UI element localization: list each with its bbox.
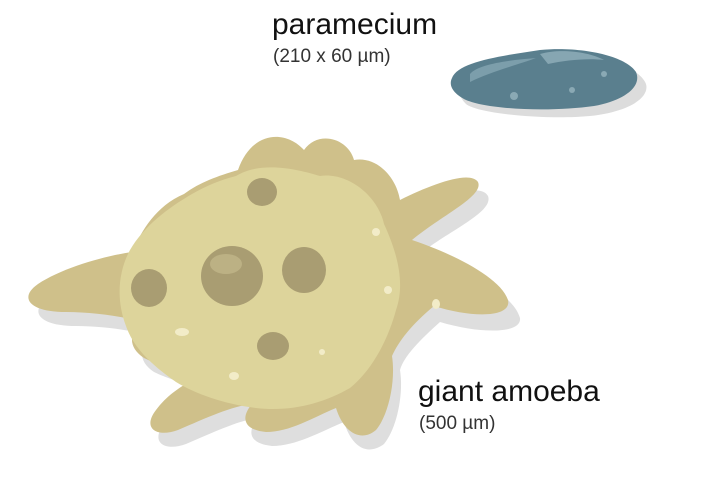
amoeba-vacuole	[131, 269, 167, 307]
paramecium-speck	[510, 92, 518, 100]
amoeba-granule	[372, 228, 380, 236]
amoeba-granule	[384, 286, 392, 294]
paramecium-highlight	[540, 51, 604, 64]
amoeba-name-label: giant amoeba	[418, 375, 600, 408]
paramecium-name-label: paramecium	[272, 8, 438, 41]
amoeba-granule	[319, 349, 325, 355]
amoeba-vacuole	[282, 247, 326, 293]
amoeba-size-label: (500 µm)	[419, 413, 496, 434]
amoeba-granule	[432, 299, 440, 309]
amoeba-icon	[28, 136, 521, 450]
paramecium-speck	[601, 71, 607, 77]
amoeba-vacuole	[257, 332, 289, 360]
amoeba-vacuole	[247, 178, 277, 206]
paramecium-speck	[569, 87, 575, 93]
paramecium-highlight	[470, 58, 536, 82]
amoeba-granule	[175, 328, 189, 336]
paramecium-icon	[450, 49, 647, 118]
amoeba-granule	[229, 372, 239, 380]
amoeba-nucleus-highlight	[210, 254, 242, 274]
paramecium-size-label: (210 x 60 µm)	[273, 46, 391, 67]
